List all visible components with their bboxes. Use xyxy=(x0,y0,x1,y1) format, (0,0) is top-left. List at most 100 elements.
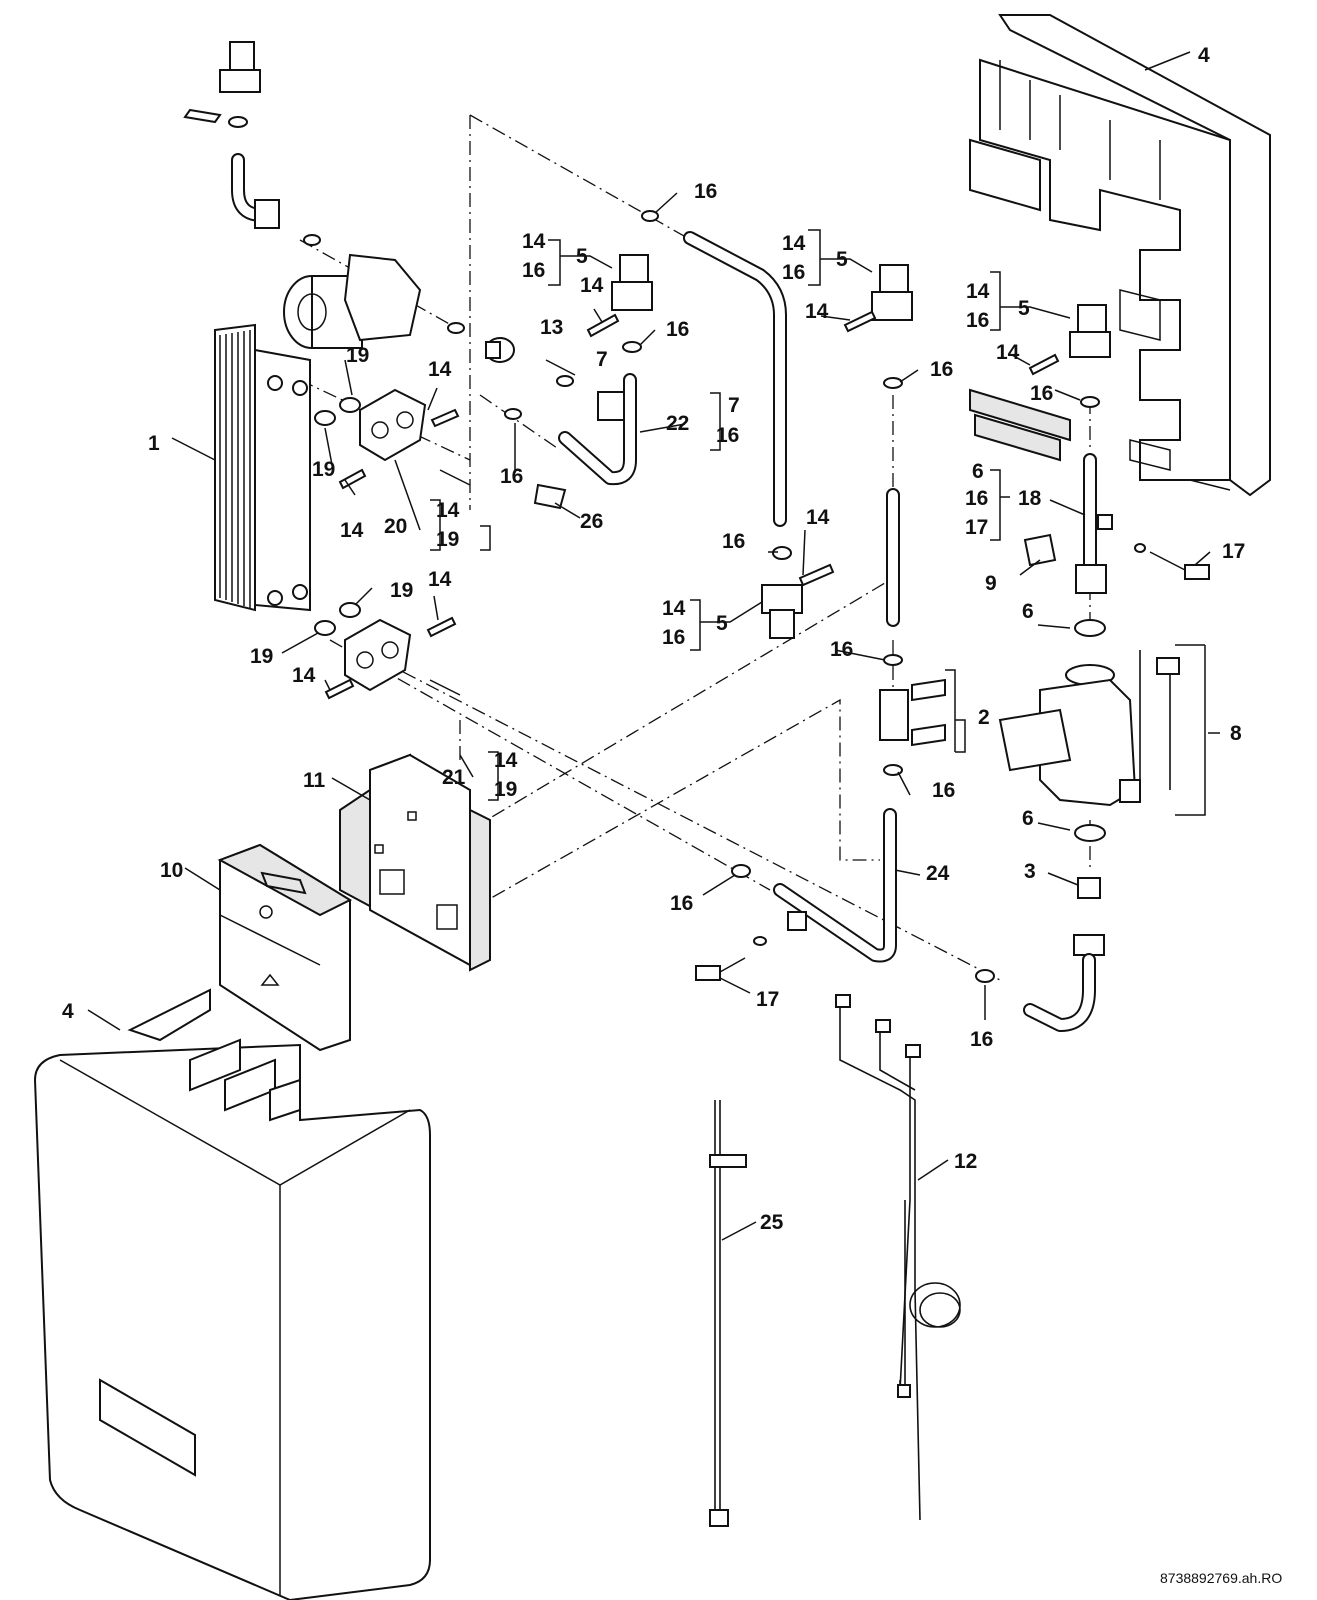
circulation-pump-upper xyxy=(283,253,422,349)
label-6: 6 xyxy=(972,460,984,483)
label-7: 7 xyxy=(596,348,608,371)
label-19: 19 xyxy=(494,778,517,801)
seal-ring xyxy=(753,936,767,946)
seal-ring xyxy=(883,377,903,389)
label-14: 14 xyxy=(494,749,518,772)
label-14: 14 xyxy=(428,358,452,381)
label-14: 14 xyxy=(782,232,806,255)
seal-ring xyxy=(314,620,336,636)
upper-connector xyxy=(359,388,471,486)
label-14: 14 xyxy=(806,506,830,529)
label-16: 16 xyxy=(670,892,693,915)
label-17: 17 xyxy=(965,516,988,539)
sensor-clip xyxy=(533,483,567,510)
seal-ring xyxy=(883,654,903,666)
label-13: 13 xyxy=(540,316,563,339)
label-16: 16 xyxy=(716,424,739,447)
clip xyxy=(798,563,835,587)
label-12: 12 xyxy=(954,1150,977,1173)
temperature-sensor-lower xyxy=(695,957,746,981)
seal-ring xyxy=(447,322,465,334)
sensor-cable xyxy=(709,1100,747,1527)
clip xyxy=(338,468,367,490)
label-18: 18 xyxy=(1018,487,1042,510)
label-2: 2 xyxy=(978,706,990,729)
seal-ring xyxy=(772,546,792,560)
label-16: 16 xyxy=(782,261,805,284)
seal-ring xyxy=(622,341,642,353)
outer-casing xyxy=(33,988,431,1600)
label-16: 16 xyxy=(966,309,989,332)
mounting-bracket xyxy=(339,753,491,972)
seal-ring xyxy=(1074,824,1106,842)
clip xyxy=(1028,353,1060,376)
label-9: 9 xyxy=(985,572,997,595)
label-19: 19 xyxy=(346,344,369,367)
wiring-harness xyxy=(835,994,961,1521)
label-16: 16 xyxy=(965,487,988,510)
label-4-frame: 4 xyxy=(1198,44,1210,67)
valve-right xyxy=(1069,304,1111,358)
long-pipe xyxy=(683,231,787,527)
clip xyxy=(426,616,457,638)
sensor-clip xyxy=(1023,533,1057,567)
seal-ring xyxy=(1134,543,1146,553)
temperature-sensor-right xyxy=(1149,551,1210,580)
port xyxy=(267,375,283,391)
label-5: 5 xyxy=(716,612,728,635)
label-5: 5 xyxy=(836,248,848,271)
label-14: 14 xyxy=(428,568,452,591)
label-19: 19 xyxy=(436,528,459,551)
label-19: 19 xyxy=(250,645,273,668)
label-5: 5 xyxy=(576,245,588,268)
control-unit xyxy=(217,843,353,1052)
label-4-casing: 4 xyxy=(62,1000,74,1023)
label-22: 22 xyxy=(666,412,689,435)
label-19: 19 xyxy=(390,579,413,602)
label-16: 16 xyxy=(722,530,745,553)
label-16: 16 xyxy=(694,180,717,203)
label-6: 6 xyxy=(1022,807,1034,830)
label-5: 5 xyxy=(1018,297,1030,320)
label-16: 16 xyxy=(662,626,685,649)
label-7: 7 xyxy=(728,394,740,417)
seal-ring xyxy=(975,969,995,983)
port xyxy=(292,584,308,600)
valve-upper-right xyxy=(871,264,913,321)
reference-code: 8738892769.ah.RO xyxy=(1160,1570,1282,1586)
port xyxy=(267,590,283,606)
label-3: 3 xyxy=(1024,860,1036,883)
clip xyxy=(586,313,620,338)
clip xyxy=(324,678,355,700)
bent-pipe-lower xyxy=(773,808,897,963)
label-26: 26 xyxy=(580,510,603,533)
label-14: 14 xyxy=(522,230,546,253)
label-16: 16 xyxy=(522,259,545,282)
leader-lines xyxy=(87,51,1220,1241)
label-14: 14 xyxy=(580,274,604,297)
elbow-pipe xyxy=(231,153,280,229)
label-17: 17 xyxy=(1222,540,1245,563)
label-14: 14 xyxy=(340,519,364,542)
lower-right-pipe xyxy=(1023,934,1105,1032)
valve-upper-center xyxy=(611,254,653,311)
label-16: 16 xyxy=(1030,382,1053,405)
label-19: 19 xyxy=(312,458,335,481)
label-16: 16 xyxy=(932,779,955,802)
label-14: 14 xyxy=(662,597,686,620)
seal-ring xyxy=(504,408,522,420)
lower-valve-center xyxy=(761,584,803,639)
label-6: 6 xyxy=(1022,600,1034,623)
plate-heat-exchanger xyxy=(214,323,311,612)
label-24: 24 xyxy=(926,862,950,885)
callout-labels: 1 2 3 4 4 5 5 5 5 6 6 6 7 7 8 9 10 11 12… xyxy=(62,44,1282,1586)
label-14: 14 xyxy=(805,300,829,323)
seal-ring xyxy=(641,210,659,222)
label-14: 14 xyxy=(996,341,1020,364)
label-14: 14 xyxy=(966,280,990,303)
inlet-valve xyxy=(183,41,261,128)
label-21: 21 xyxy=(442,766,466,789)
assembly-guide-lines xyxy=(299,114,1091,981)
label-17: 17 xyxy=(756,988,779,1011)
label-11: 11 xyxy=(303,769,326,792)
